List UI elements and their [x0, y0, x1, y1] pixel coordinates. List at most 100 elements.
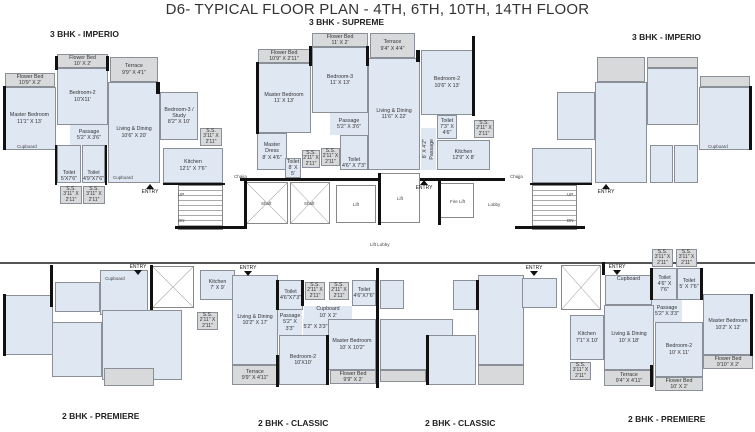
room-name: Bedroom-3: [326, 73, 354, 80]
unit-label-bottom-right: 2 BHK - PREMIERE: [628, 414, 706, 424]
room-dim: 12'9" X 8': [452, 155, 475, 161]
wall: [472, 36, 475, 116]
room-dim: 4'9"X7'6": [82, 175, 105, 182]
stair-down-label: DN: [178, 218, 185, 223]
cupboard-label: Cupboard: [616, 276, 641, 282]
wall: [650, 268, 653, 300]
room-dim: 3'11" X 2'11": [63, 191, 79, 203]
entry-marker[interactable]: ENTRY: [236, 265, 260, 276]
room-dim: 11'1" X 13': [17, 118, 42, 125]
service-shaft: S.S.3'11" X 2'11": [652, 249, 673, 267]
bedroom-3-study: [557, 92, 595, 140]
room-dim: 12'1" X 7'6": [179, 165, 207, 172]
room-dim: 3'11" X 2'11": [203, 133, 219, 145]
room-dim: 7'1" X 10': [575, 337, 599, 344]
unit-label-bottom-center-left: 2 BHK - CLASSIC: [258, 418, 329, 428]
room-dim: 4'6"X7'6": [353, 293, 375, 299]
service-shaft: S.S.2'11" X 2'11": [197, 312, 218, 330]
room-dim: 3'11" X 2'11": [654, 254, 671, 266]
entry-label: ENTRY: [129, 264, 147, 270]
entry-label: ENTRY: [525, 265, 543, 271]
kitchen: [532, 148, 592, 183]
room-name: Toilet: [87, 169, 100, 176]
room-dim: 10' X 2': [73, 61, 92, 67]
wall: [378, 173, 381, 225]
room-name: Master Bedroom: [264, 91, 304, 98]
entry-arrow-icon: [613, 270, 621, 275]
living-dining: [595, 82, 647, 183]
service-shaft: S.S.3'11" X 2'11": [200, 128, 222, 146]
toilet: [380, 280, 404, 309]
shaft: [152, 266, 194, 308]
wall: [50, 265, 53, 307]
entry-marker[interactable]: ENTRY: [138, 184, 162, 195]
wall: [301, 280, 304, 306]
wall: [515, 226, 585, 229]
room-dim: 7' X 9': [210, 285, 225, 291]
wall: [240, 178, 505, 181]
room-name: S.S.: [325, 147, 336, 154]
cupboard-label: Cupboard: [105, 276, 125, 281]
room-dim: 10' X 2': [670, 384, 688, 390]
room-name: Living & Dining: [611, 331, 647, 338]
wall: [55, 145, 57, 185]
wall: [530, 183, 592, 185]
bedroom-2: [428, 335, 476, 385]
room-dim: 4'6"X7'3": [279, 295, 302, 301]
room-dim: 10' X 10'2": [339, 344, 365, 351]
room-name: S.S.: [306, 149, 316, 156]
room-name: Master Bedroom: [708, 318, 748, 325]
wall: [0, 262, 755, 264]
room-dim: 9'4" X 4'11": [615, 378, 643, 384]
entry-marker[interactable]: ENTRY: [412, 180, 436, 191]
room-dim: 10' X 18': [618, 337, 640, 344]
shaft-label: Shaft: [304, 201, 315, 206]
entry-label: ENTRY: [597, 189, 615, 195]
service-shaft: S.S.2'11" X 2'11": [305, 282, 325, 300]
entry-marker[interactable]: ENTRY: [605, 264, 629, 275]
room-name: Toilet: [357, 286, 371, 293]
room-dim: 11'6" X 22': [381, 114, 407, 120]
room-name: Passage: [338, 117, 360, 124]
entry-marker[interactable]: ENTRY: [126, 264, 150, 275]
room-name: S.S.: [334, 281, 344, 288]
wall: [276, 280, 279, 310]
toilet: [453, 280, 478, 310]
cupboard-label: Cupboard: [708, 144, 728, 149]
entry-marker[interactable]: ENTRY: [594, 184, 618, 195]
service-shaft: S.S.2'11" X 2'11": [474, 120, 494, 138]
terrace: [478, 365, 524, 385]
lift-label: Lift: [353, 202, 360, 207]
shaft-label: Shaft: [261, 201, 272, 206]
room-dim: 10'9" X 2': [18, 80, 42, 86]
service-shaft: S.S.3'11" X 2'11": [60, 186, 82, 204]
living-dining: [478, 275, 524, 365]
chajja-label: Chajja: [510, 174, 523, 179]
room-name: S.S.: [575, 361, 586, 368]
room-dim: 11' X 13': [274, 98, 294, 104]
stair-up-label: UP: [567, 192, 574, 197]
entry-area: Cupboard: [605, 275, 652, 305]
wall: [366, 46, 369, 66]
entry-marker[interactable]: ENTRY: [522, 265, 546, 276]
room-name: Flower Bed: [339, 370, 367, 377]
